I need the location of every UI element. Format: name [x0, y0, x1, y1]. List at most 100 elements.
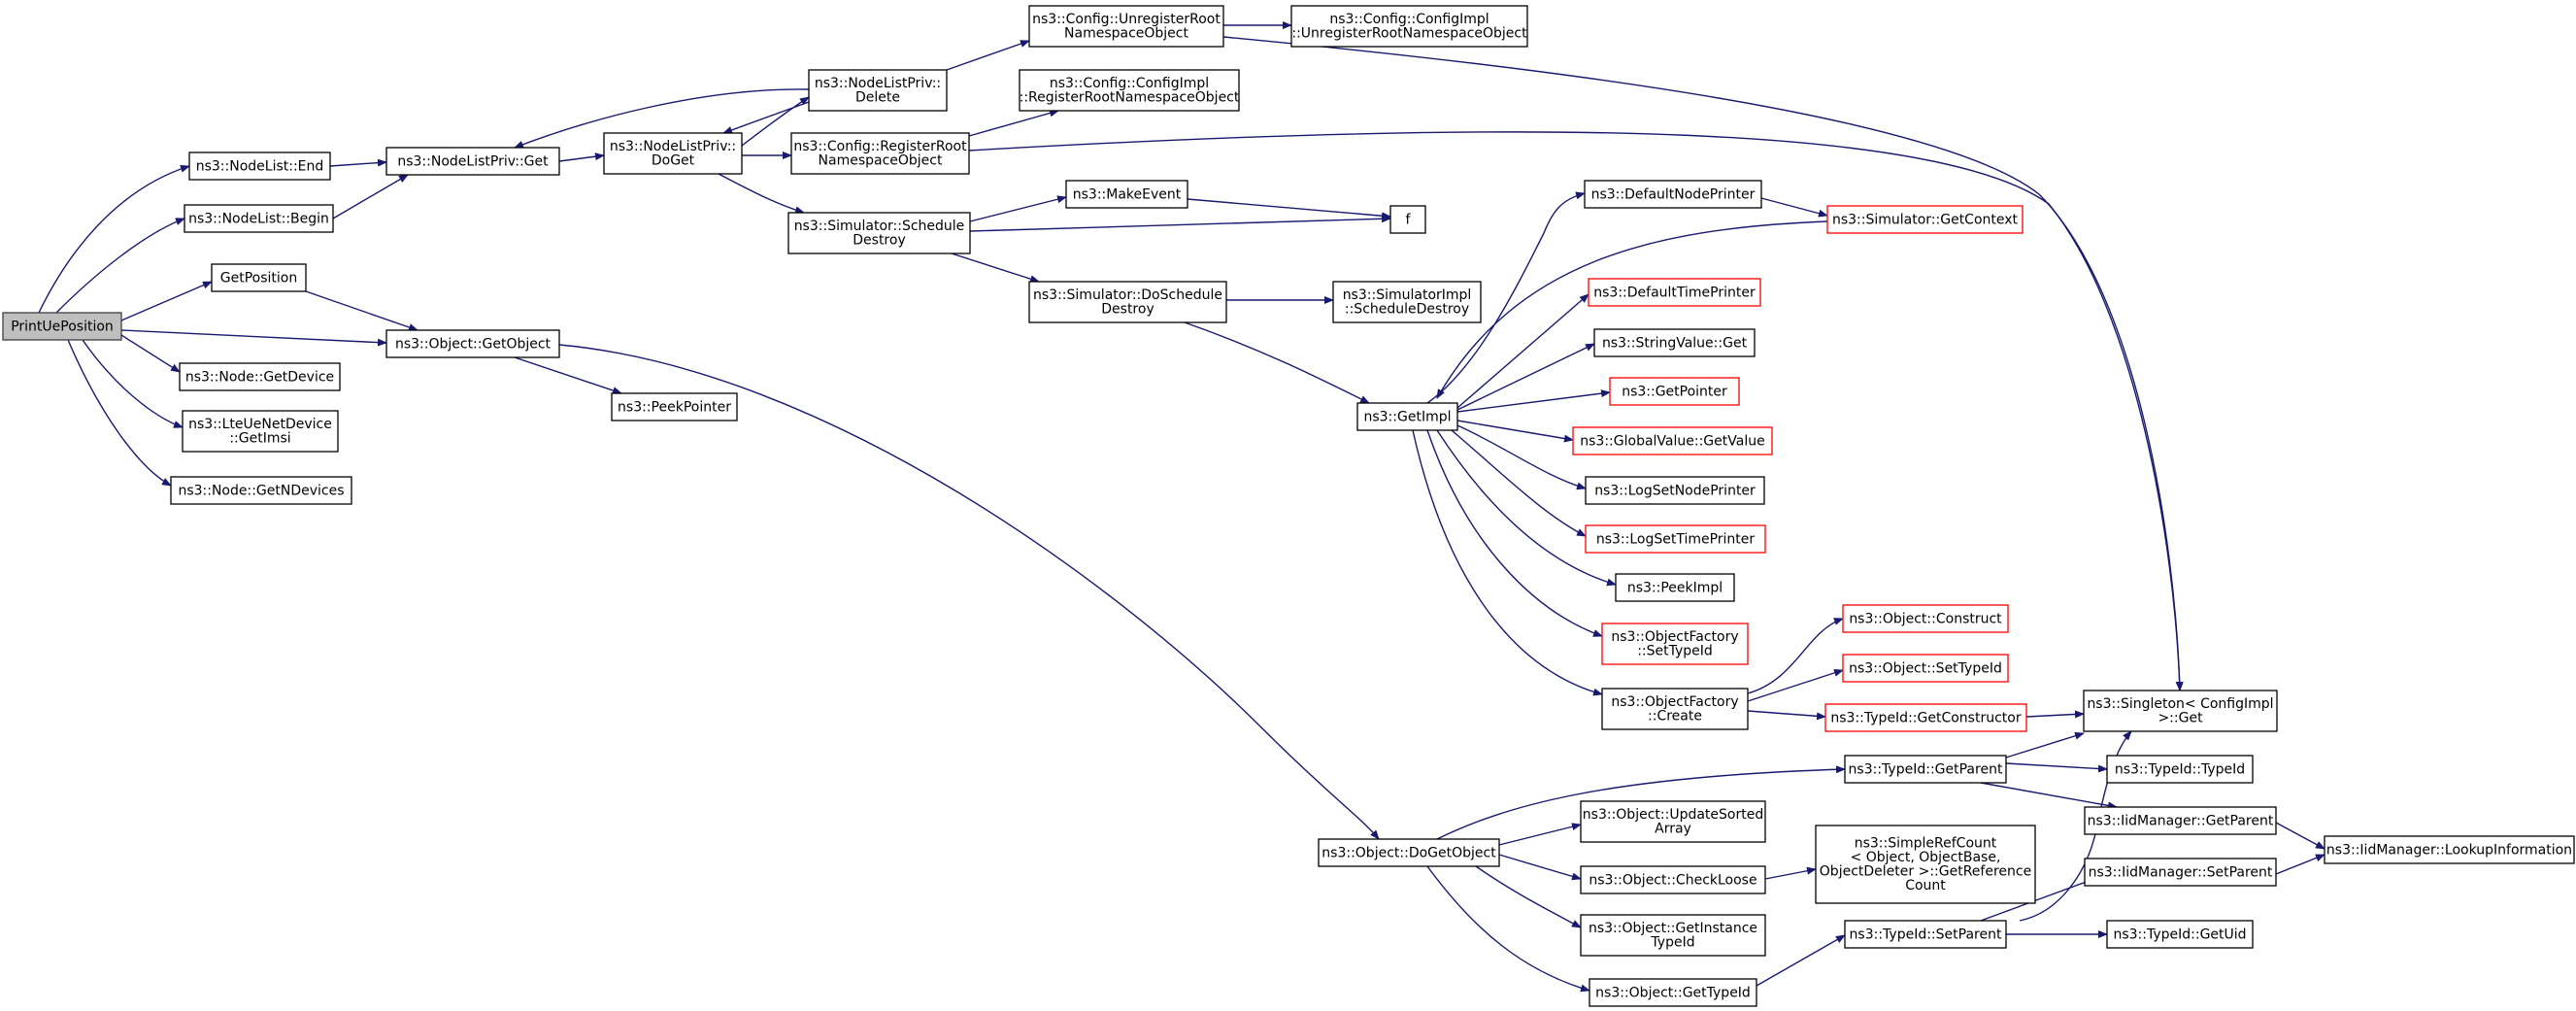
node-label: ::SetTypeId	[1637, 644, 1713, 659]
graph-node-f[interactable]: f	[1389, 205, 1426, 234]
graph-node-cfgImplReg[interactable]: ns3::Config::ConfigImpl::RegisterRootNam…	[1019, 69, 1240, 112]
call-edge-arrow	[1498, 854, 1582, 881]
graph-node-iidSetParent[interactable]: ns3::IidManager::SetParent	[2084, 858, 2277, 887]
graph-node-ofCreate[interactable]: ns3::ObjectFactory::Create	[1601, 688, 1749, 730]
graph-node-objGet[interactable]: ns3::Object::GetObject	[385, 329, 560, 358]
node-box	[188, 152, 331, 181]
graph-node-getPos[interactable]: GetPosition	[211, 263, 307, 292]
call-edge-arrow	[1756, 934, 1846, 987]
graph-node-tidGetParent[interactable]: ns3::TypeId::GetParent	[1844, 755, 2007, 784]
graph-node-simGetCtx[interactable]: ns3::Simulator::GetContext	[1826, 205, 2024, 234]
node-label: DoGet	[652, 153, 695, 169]
node-box	[1842, 604, 2009, 633]
node-box	[1580, 800, 1766, 843]
call-edge-arrow	[1475, 865, 1582, 928]
call-edge-arrow	[1747, 668, 1844, 702]
call-edge-arrow	[741, 96, 810, 147]
graph-node-iidLookup[interactable]: ns3::IidManager::LookupInformation	[2324, 835, 2575, 864]
graph-node-objConstruct[interactable]: ns3::Object::Construct	[1842, 604, 2009, 633]
graph-node-cfgReg[interactable]: ns3::Config::RegisterRootNamespaceObject	[790, 132, 970, 175]
call-edge-to-defNodePrinter	[1426, 191, 1586, 404]
call-edge-arrow	[969, 195, 1067, 222]
node-label: ns3::Object::GetObject	[395, 336, 552, 352]
node-box	[184, 204, 334, 233]
node-box	[1844, 755, 2007, 784]
node-label: >::Get	[2158, 711, 2203, 726]
node-label: ns3::Object::GetInstance	[1589, 921, 1757, 936]
graph-node-strValGet[interactable]: ns3::StringValue::Get	[1593, 328, 1756, 357]
call-edge-arrow	[722, 101, 810, 134]
graph-node-tidGetUid[interactable]: ns3::TypeId::GetUid	[2106, 920, 2254, 949]
node-box	[1589, 978, 1757, 1007]
node-box	[2083, 690, 2278, 732]
graph-node-simImplSched[interactable]: ns3::SimulatorImpl::ScheduleDestroy	[1332, 281, 1482, 323]
graph-node-cfgImplUnreg[interactable]: ns3::Config::ConfigImpl::UnregisterRootN…	[1290, 5, 1528, 48]
graph-node-root[interactable]: PrintUePosition	[2, 312, 122, 341]
graph-node-defNodePrinter[interactable]: ns3::DefaultNodePrinter	[1584, 180, 1762, 209]
call-edge-to-singleton	[2025, 710, 2085, 719]
graph-node-ofSetTypeId[interactable]: ns3::ObjectFactory::SetTypeId	[1601, 623, 1749, 665]
graph-node-nlpGet[interactable]: ns3::NodeListPriv::Get	[385, 147, 560, 176]
graph-node-tidTypeId[interactable]: ns3::TypeId::TypeId	[2106, 755, 2254, 784]
node-label: Array	[1655, 822, 1691, 837]
graph-node-getImpl[interactable]: ns3::GetImpl	[1356, 402, 1458, 431]
node-box	[1332, 281, 1482, 323]
node-label: ns3::TypeId::SetParent	[1850, 927, 2002, 942]
node-label: Destroy	[853, 233, 905, 249]
graph-node-getPointer[interactable]: ns3::GetPointer	[1609, 377, 1740, 406]
node-box	[1844, 920, 2007, 949]
graph-node-tidSetParent[interactable]: ns3::TypeId::SetParent	[1844, 920, 2007, 949]
graph-node-lteImsi[interactable]: ns3::LteUeNetDevice::GetImsi	[182, 410, 339, 453]
graph-node-logSetTime[interactable]: ns3::LogSetTimePrinter	[1585, 524, 1766, 554]
graph-node-objSetTypeId[interactable]: ns3::Object::SetTypeId	[1842, 654, 2009, 683]
node-box	[385, 329, 560, 358]
graph-node-logSetNode[interactable]: ns3::LogSetNodePrinter	[1585, 476, 1765, 505]
graph-node-nlEnd[interactable]: ns3::NodeList::End	[188, 152, 331, 181]
graph-node-nlpDoGet[interactable]: ns3::NodeListPriv::DoGet	[603, 132, 743, 175]
call-edge-to-objUpdSorted	[1498, 823, 1582, 846]
call-edge-to-iidLookup	[2275, 822, 2325, 850]
node-label: ns3::SimulatorImpl	[1343, 287, 1472, 303]
node-label: ns3::NodeList::Begin	[188, 211, 329, 226]
node-box	[1028, 281, 1227, 323]
call-edge-arrow	[1456, 389, 1611, 413]
call-edge-arrow	[2005, 731, 2085, 758]
call-edge-arrow	[1426, 429, 1603, 637]
graph-node-iidGetParent[interactable]: ns3::IidManager::GetParent	[2084, 806, 2277, 835]
graph-node-peekImpl[interactable]: ns3::PeekImpl	[1615, 573, 1735, 602]
call-edge-to-singleton	[2005, 731, 2085, 758]
graph-node-nlBegin[interactable]: ns3::NodeList::Begin	[184, 204, 334, 233]
node-label: ns3::IidManager::SetParent	[2089, 864, 2273, 880]
graph-node-objCheckLoose[interactable]: ns3::Object::CheckLoose	[1580, 865, 1766, 894]
graph-node-nlpDelete[interactable]: ns3::NodeListPriv::Delete	[808, 69, 948, 112]
graph-node-singleton[interactable]: ns3::Singleton< ConfigImpl >::Get	[2083, 690, 2278, 732]
call-edge-to-simGetCtx	[1760, 197, 1828, 218]
node-label: ::GetImsi	[229, 431, 290, 447]
node-label: < Object, ObjectBase,	[1851, 850, 2001, 865]
call-edge-arrow	[38, 164, 190, 314]
node-label: ns3::Simulator::DoSchedule	[1033, 287, 1222, 303]
call-edge-arrow	[968, 109, 1059, 137]
node-box	[2106, 755, 2254, 784]
call-edge-to-tidGetParent	[1436, 765, 1846, 840]
graph-node-nodeGetN[interactable]: ns3::Node::GetNDevices	[170, 476, 352, 505]
call-edge-arrow	[558, 152, 605, 162]
node-label: ns3::GetImpl	[1363, 409, 1451, 424]
graph-node-defTimePrinter[interactable]: ns3::DefaultTimePrinter	[1588, 278, 1761, 307]
graph-node-nodeGetDev[interactable]: ns3::Node::GetDevice	[179, 362, 341, 391]
graph-node-simpleRef[interactable]: ns3::SimpleRefCount< Object, ObjectBase,…	[1815, 825, 2036, 904]
graph-node-simSchedDestroy[interactable]: ns3::Simulator::ScheduleDestroy	[787, 212, 971, 254]
call-edge-arrow	[1184, 321, 1370, 404]
graph-node-objGetTid[interactable]: ns3::Object::GetTypeId	[1589, 978, 1757, 1007]
graph-node-objDoGet[interactable]: ns3::Object::DoGetObject	[1318, 838, 1500, 867]
node-box	[1826, 205, 2024, 234]
graph-node-gvGetValue[interactable]: ns3::GlobalValue::GetValue	[1572, 426, 1773, 455]
graph-node-tidGetCtor[interactable]: ns3::TypeId::GetConstructor	[1824, 703, 2027, 732]
graph-node-makeEvent[interactable]: ns3::MakeEvent	[1065, 180, 1188, 209]
graph-node-cfgUnreg[interactable]: ns3::Config::UnregisterRootNamespaceObje…	[1028, 5, 1224, 48]
call-edge-arrow	[120, 329, 387, 347]
graph-node-peekPtr[interactable]: ns3::PeekPointer	[611, 392, 738, 421]
